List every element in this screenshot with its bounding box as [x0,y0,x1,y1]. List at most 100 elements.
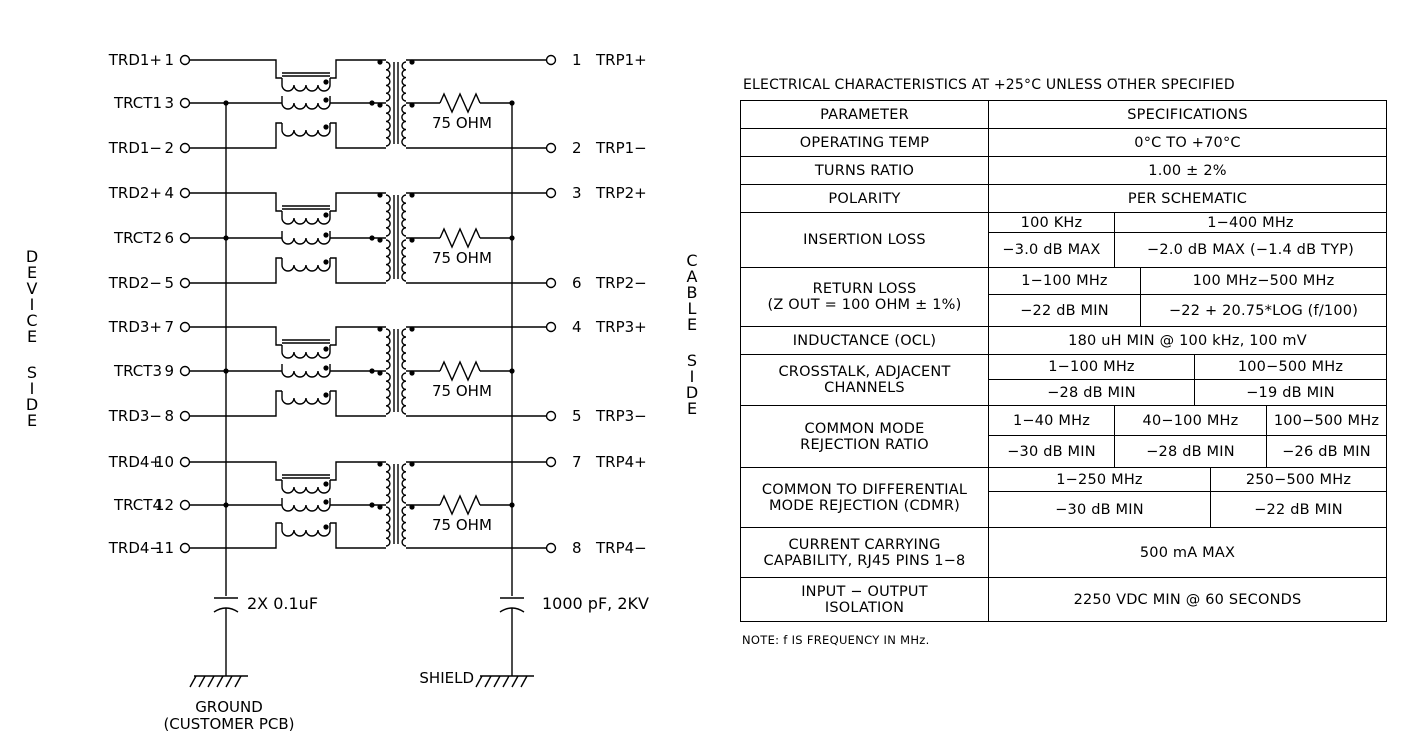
pin-terminal [179,542,191,554]
junction-dot [323,212,329,218]
pin-name: TRP3+ [595,318,647,336]
spec-inductance: 180 uH MIN @ 100 kHz, 100 mV [987,326,1388,355]
pin-name: TRD4− [108,539,162,557]
pin-name: TRCT1 [113,94,162,112]
crosstalk-line-2: CHANNELS [824,380,905,396]
param-polarity: POLARITY [740,184,989,213]
ground-hatch [520,675,528,688]
insertion-loss-freq-2: 1−400 MHz [1113,212,1388,233]
transformer-winding [385,194,391,237]
current-line-1: CURRENT CARRYING [788,536,941,553]
ground-hatch [475,675,483,688]
cable-side-label: E [687,399,697,418]
wire [330,461,386,481]
ground-hatch [484,675,492,688]
pin-number: 5 [572,407,582,425]
pin-number: 4 [164,184,174,202]
junction-dot [323,481,329,487]
return-loss-line-2: (Z OUT = 100 OHM ± 1%) [767,297,962,313]
choke-coil [281,258,331,272]
choke-coil [281,498,331,512]
junction-dot [409,504,415,510]
junction-dot [323,259,329,265]
wire [330,192,386,212]
wire [330,326,386,346]
pin-name: TRP2+ [595,184,647,202]
pin-number: 6 [572,274,582,292]
table-row: INPUT − OUTPUT ISOLATION 2250 VDC MIN @ … [740,577,1388,622]
crosstalk-value-1: −28 dB MIN [988,379,1195,406]
return-loss-line-1: RETURN LOSS [812,281,917,297]
junction-dot [409,192,415,198]
ground-hatch [189,675,197,688]
table-row: CURRENT CARRYING CAPABILITY, RJ45 PINS 1… [740,527,1388,578]
cmrr-freq-1: 1−40 MHz [988,405,1115,436]
pin-terminal [179,321,191,333]
junction-dot [409,461,415,467]
cable-side-label: E [687,315,697,334]
spec-polarity: PER SCHEMATIC [987,184,1388,213]
choke-coil [281,523,331,537]
choke-coil [281,231,331,245]
insertion-loss-value-1: −3.0 dB MAX [988,232,1115,268]
junction-dot [509,368,515,374]
cable-side-label: L [688,299,697,318]
pin-terminal [545,321,557,333]
crosstalk-freq-1: 1−100 MHz [988,354,1195,380]
ground-label: GROUND [195,698,263,716]
pin-number: 1 [572,51,582,69]
pin-name: TRP4+ [595,453,647,471]
param-cmrr: COMMON MODE REJECTION RATIO [740,405,989,468]
shield-label: SHIELD [419,669,474,687]
pin-name: TRD3− [108,407,162,425]
junction-dot [409,237,415,243]
pin-name: TRP3− [595,407,647,425]
pin-terminal [179,499,191,511]
pin-name: TRP4− [595,539,647,557]
table-row: OPERATING TEMP 0°C TO +70°C [740,128,1388,157]
pin-terminal [179,365,191,377]
table-row: COMMON MODE REJECTION RATIO 1−40 MHz 40−… [740,405,1388,468]
pin-terminal [179,232,191,244]
pin-terminal [545,542,557,554]
cmrr-value-3: −26 dB MIN [1265,435,1388,468]
device-side-label: V [27,279,38,298]
header-parameter: PARAMETER [740,100,989,129]
pin-number: 2 [572,139,582,157]
isolation-line-2: ISOLATION [824,599,905,616]
junction-dot [409,370,415,376]
device-side-label: I [30,379,35,398]
junction-dot [377,102,383,108]
spec-current-capability: 500 mA MAX [987,527,1388,578]
junction-dot [377,370,383,376]
resistor-label: 75 OHM [432,382,492,400]
device-side-label: D [26,247,38,266]
capacitor-label-right: 1000 pF, 2KV [542,594,649,613]
transformer-winding [385,239,391,282]
device-side-label: I [30,295,35,314]
pin-number: 4 [572,318,582,336]
pin-terminal [179,277,191,289]
ground-hatch [234,675,242,688]
return-loss-value-2: −22 + 20.75*LOG (f/100) [1139,294,1388,327]
crosstalk-freq-2: 100−500 MHz [1193,354,1388,380]
ground-hatch [493,675,501,688]
pin-terminal [545,277,557,289]
pin-terminal [179,97,191,109]
insertion-loss-freq-1: 100 KHz [988,212,1115,233]
param-current-capability: CURRENT CARRYING CAPABILITY, RJ45 PINS 1… [740,527,989,578]
wire [330,390,386,417]
frequency-note: NOTE: f IS FREQUENCY IN MHz. [742,633,930,647]
cdmr-line-2: MODE REJECTION (CDMR) [768,497,961,514]
junction-dot [377,461,383,467]
wire [330,122,386,149]
pin-terminal [545,54,557,66]
cmrr-value-1: −30 dB MIN [988,435,1115,468]
pin-number: 7 [164,318,174,336]
junction-dot [509,502,515,508]
pin-name: TRD1+ [108,51,162,69]
junction-dot [369,100,375,106]
junction-dot [323,232,329,238]
choke-coil [281,364,331,378]
